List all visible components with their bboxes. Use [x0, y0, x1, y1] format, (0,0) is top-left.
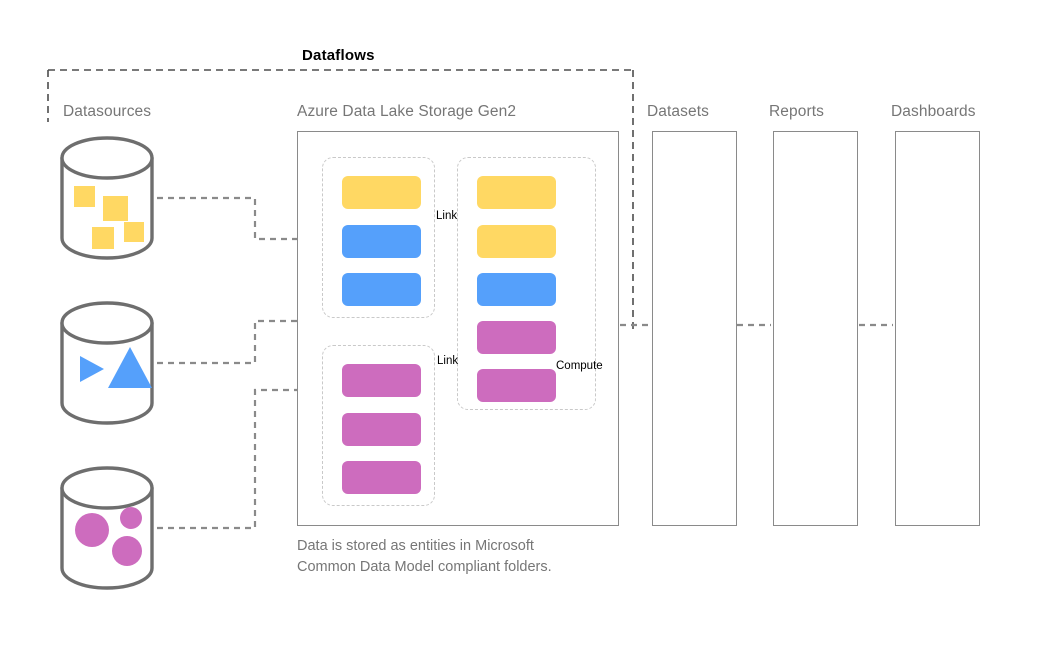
entity-bar [477, 369, 556, 402]
dashboards-lane-box [895, 131, 980, 526]
entity-bar [477, 321, 556, 354]
datasource-cylinder-1 [60, 136, 154, 260]
compute-edge-label: Compute [556, 360, 603, 372]
datasource-cylinder-3 [60, 466, 154, 590]
link-edge-top-label: Link [436, 210, 458, 222]
entity-bar [342, 413, 421, 446]
entity-bar [477, 176, 556, 209]
datasource-1-contents [74, 186, 144, 249]
entity-bar [342, 225, 421, 258]
lane-label-datasources: Datasources [63, 103, 152, 120]
connector-datasource-1 [157, 196, 297, 241]
connector-datasource-2 [157, 319, 297, 365]
entity-bar [342, 176, 421, 209]
link-edge-bottom-label: Link [437, 355, 459, 367]
lane-label-dashboards: Dashboards [891, 103, 976, 120]
connector-datasource-3 [157, 388, 297, 530]
lane-label-datasets: Datasets [647, 103, 709, 120]
datasets-lane-box [652, 131, 737, 526]
lake-caption: Data is stored as entities in Microsoft … [297, 538, 552, 575]
dataflows-title: Dataflows [302, 47, 375, 64]
lane-label-adls: Azure Data Lake Storage Gen2 [297, 103, 517, 120]
entity-bar [342, 364, 421, 397]
datasource-cylinder-2 [60, 301, 154, 425]
cdm-folder-bottom-left [322, 345, 435, 506]
lane-label-reports: Reports [769, 103, 824, 120]
entity-bar [342, 461, 421, 494]
datasource-3-contents [75, 507, 142, 566]
entity-bar [342, 273, 421, 306]
entity-bar [477, 273, 556, 306]
datasource-2-contents [80, 347, 152, 388]
reports-lane-box [773, 131, 858, 526]
cdm-folder-top-left [322, 157, 435, 318]
cdm-folder-right [457, 157, 596, 410]
entity-bar [477, 225, 556, 258]
azure-data-lake-box [297, 131, 619, 526]
